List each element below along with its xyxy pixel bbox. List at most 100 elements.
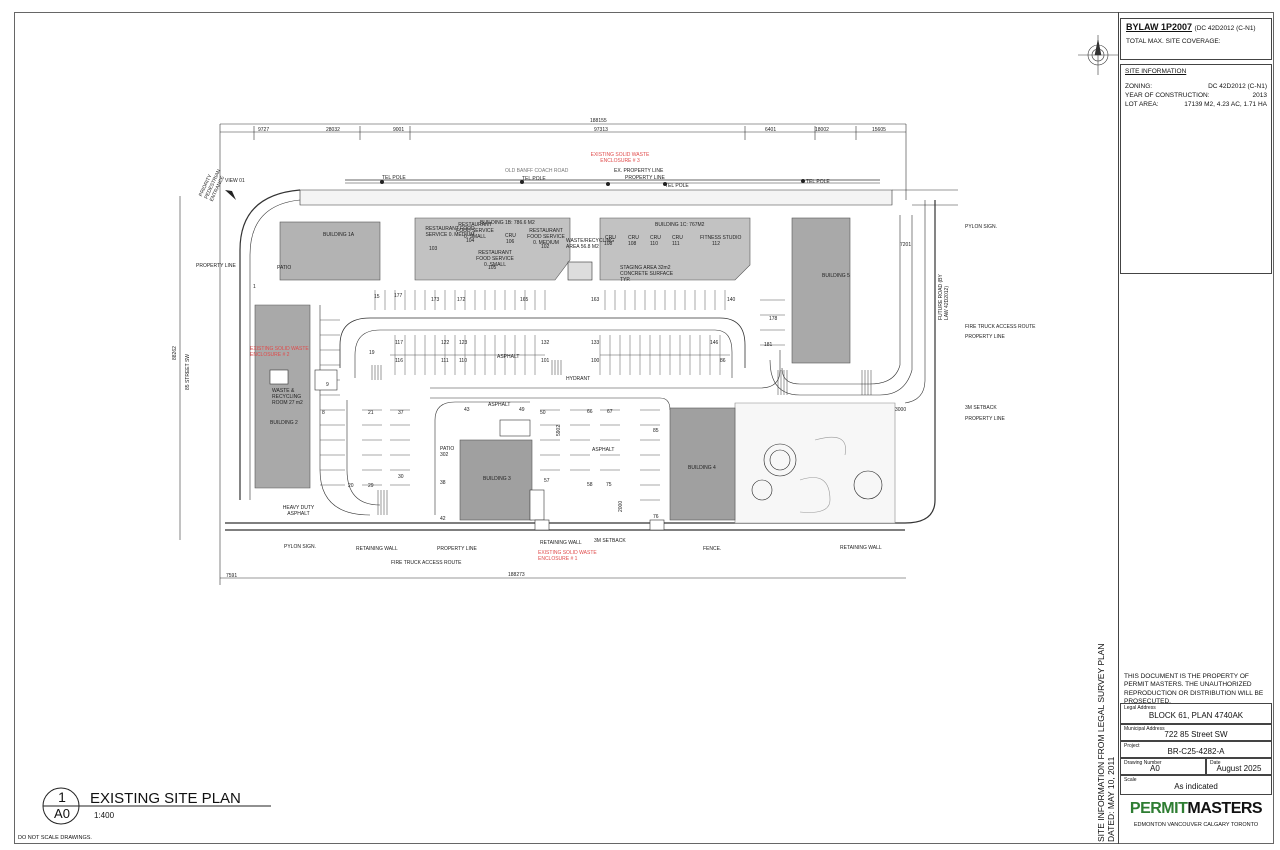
project-value: BR-C25-4282-A xyxy=(1167,747,1225,756)
unit-112: 112 xyxy=(712,241,720,247)
dim-b: 28032 xyxy=(326,127,340,133)
drawing-sheet: A0 xyxy=(54,806,70,821)
stall-15: 15 xyxy=(374,294,380,300)
unit-108: 108 xyxy=(604,241,613,247)
unit-110: 110 xyxy=(650,241,658,247)
fire-truck-right: FIRE TRUCK ACCESS ROUTE xyxy=(965,324,1036,330)
bylaw-box: BYLAW 1P2007 (DC 42D2012 (C-N1) TOTAL MA… xyxy=(1120,18,1272,60)
property-line-right-2: PROPERTY LINE xyxy=(965,416,1005,422)
stall-116: 116 xyxy=(395,358,403,364)
dim-bottom: 188273 xyxy=(508,572,525,578)
stall-163: 163 xyxy=(591,297,600,303)
stall-177: 177 xyxy=(394,293,403,299)
drawing-scale: 1:400 xyxy=(94,811,115,820)
unit-102: 102 xyxy=(541,244,550,250)
year-label: YEAR OF CONSTRUCTION: xyxy=(1125,92,1210,99)
waste-area-label: WASTE/RECYCLING AREA 56.8 M2 xyxy=(566,238,615,250)
setback-bottom: 3M SETBACK xyxy=(594,538,626,544)
unit-fitness: FITNESS STUDIO xyxy=(700,235,742,241)
bylaw-label: BYLAW 1P2007 xyxy=(1126,22,1193,32)
stall-75: 75 xyxy=(606,482,612,488)
site-info-header: SITE INFORMATION xyxy=(1125,68,1187,75)
ex-property-line-label: EX. PROPERTY LINE xyxy=(614,168,664,174)
lot-value: 17139 M2, 4.23 AC, 1.71 HA xyxy=(1184,101,1267,108)
drawing-value: A0 xyxy=(1150,764,1160,773)
dim-2000: 2000 xyxy=(618,500,624,512)
stall-37: 37 xyxy=(398,410,404,416)
unit-restaurant-medium-b: RESTAURANT FOOD SERVICE 0. MEDIUM xyxy=(527,228,565,246)
project-label: Project xyxy=(1124,743,1140,749)
pylon-sign-left: PYLON SIGN. xyxy=(284,544,316,550)
legal-label: Legal Address xyxy=(1124,705,1156,711)
dim-a: 9727 xyxy=(258,127,270,133)
asphalt-3: ASPHALT xyxy=(592,447,615,453)
site-info-box: SITE INFORMATION ZONING: DC 42D2012 (C-N1… xyxy=(1120,64,1272,274)
stall-49: 49 xyxy=(519,407,525,413)
pylon-sign-right: PYLON SIGN. xyxy=(965,224,997,230)
building-1a-label: BUILDING 1A xyxy=(323,232,355,238)
dim-top: 188155 xyxy=(590,118,607,124)
unit-restaurant-small-b: RESTAURANT FOOD SERVICE 0. SMALL xyxy=(476,250,514,268)
unit-103: 103 xyxy=(429,246,438,252)
stall-8: 8 xyxy=(322,410,325,416)
date-box: Date August 2025 xyxy=(1206,758,1272,775)
stall-132: 132 xyxy=(541,340,550,346)
stall-173: 173 xyxy=(431,297,440,303)
tel-pole-4: TEL POLE xyxy=(806,179,830,185)
drawing-number-box: Drawing Number A0 xyxy=(1120,758,1206,775)
fire-truck-bottom: FIRE TRUCK ACCESS ROUTE xyxy=(391,560,462,566)
stall-30: 30 xyxy=(398,474,404,480)
asphalt-1: ASPHALT xyxy=(497,354,520,360)
municipal-address-box: Municipal Address 722 85 Street SW xyxy=(1120,724,1272,741)
retaining-wall-1: RETAINING WALL xyxy=(356,546,398,552)
unit-106: 106 xyxy=(506,239,515,245)
stall-123: 123 xyxy=(459,340,468,346)
stall-110: 110 xyxy=(459,358,467,364)
tel-pole-2: TEL POLE xyxy=(522,176,546,182)
building-1c-label: BUILDING 1C: 767M2 xyxy=(655,222,705,228)
municipal-value: 722 85 Street SW xyxy=(1164,730,1228,739)
zoning-value: DC 42D2012 (C-N1) xyxy=(1208,83,1267,90)
setback-right: 3M SETBACK xyxy=(965,405,997,411)
stall-178: 178 xyxy=(769,316,778,322)
stall-21: 21 xyxy=(368,410,374,416)
stall-122: 122 xyxy=(441,340,450,346)
north-arrow-icon xyxy=(1078,35,1118,75)
unit-111: 111 xyxy=(672,241,680,247)
old-banff-road-label: OLD BANFF COACH ROAD xyxy=(505,168,569,174)
dim-g: 15605 xyxy=(872,127,886,133)
stall-57: 57 xyxy=(544,478,550,484)
heavy-duty-asphalt: HEAVY DUTY ASPHALT xyxy=(282,505,315,517)
dim-c: 9001 xyxy=(393,127,405,133)
property-line-bottom: PROPERTY LINE xyxy=(437,546,477,552)
lot-label: LOT AREA: xyxy=(1125,101,1159,108)
enclosure-1-label: EXISTING SOLID WASTE ENCLOSURE # 1 xyxy=(538,550,597,562)
unit-cru-e: CRU xyxy=(672,235,683,241)
retaining-wall-3: RETAINING WALL xyxy=(840,545,882,551)
stall-58: 58 xyxy=(587,482,593,488)
date-value: August 2025 xyxy=(1216,764,1262,773)
tel-pole-1: TEL POLE xyxy=(382,175,406,181)
stall-85: 85 xyxy=(653,428,659,434)
property-line-left: PROPERTY LINE xyxy=(196,263,236,269)
zoning-label: ZONING: xyxy=(1125,83,1153,90)
patio-302-label: PATIO 302 xyxy=(440,446,455,458)
drawing-number: 1 xyxy=(58,789,66,805)
street-label: 85 STREET SW xyxy=(185,353,191,390)
dim-side: 88262 xyxy=(172,346,178,360)
retaining-wall-2: RETAINING WALL xyxy=(540,540,582,546)
unit-cru-a: CRU xyxy=(505,233,516,239)
future-road-label: FUTURE ROAD (BY LAW 42D2012) xyxy=(938,274,950,320)
coverage-label: TOTAL MAX. SITE COVERAGE: xyxy=(1126,38,1221,45)
legal-value: BLOCK 61, PLAN 4740AK xyxy=(1148,711,1244,720)
title-block xyxy=(1118,12,1274,844)
stall-100: 100 xyxy=(591,358,600,364)
hydrant-label: HYDRANT xyxy=(566,376,591,382)
building-4-label: BUILDING 4 xyxy=(688,465,716,471)
dim-7591: 7591 xyxy=(226,573,238,579)
date-label: Date xyxy=(1210,760,1221,766)
stall-76: 76 xyxy=(653,514,659,520)
bylaw-suffix: (DC 42D2012 (C-N1) xyxy=(1194,25,1256,32)
dim-5902: 5902 xyxy=(556,424,562,436)
stall-43: 43 xyxy=(464,407,470,413)
